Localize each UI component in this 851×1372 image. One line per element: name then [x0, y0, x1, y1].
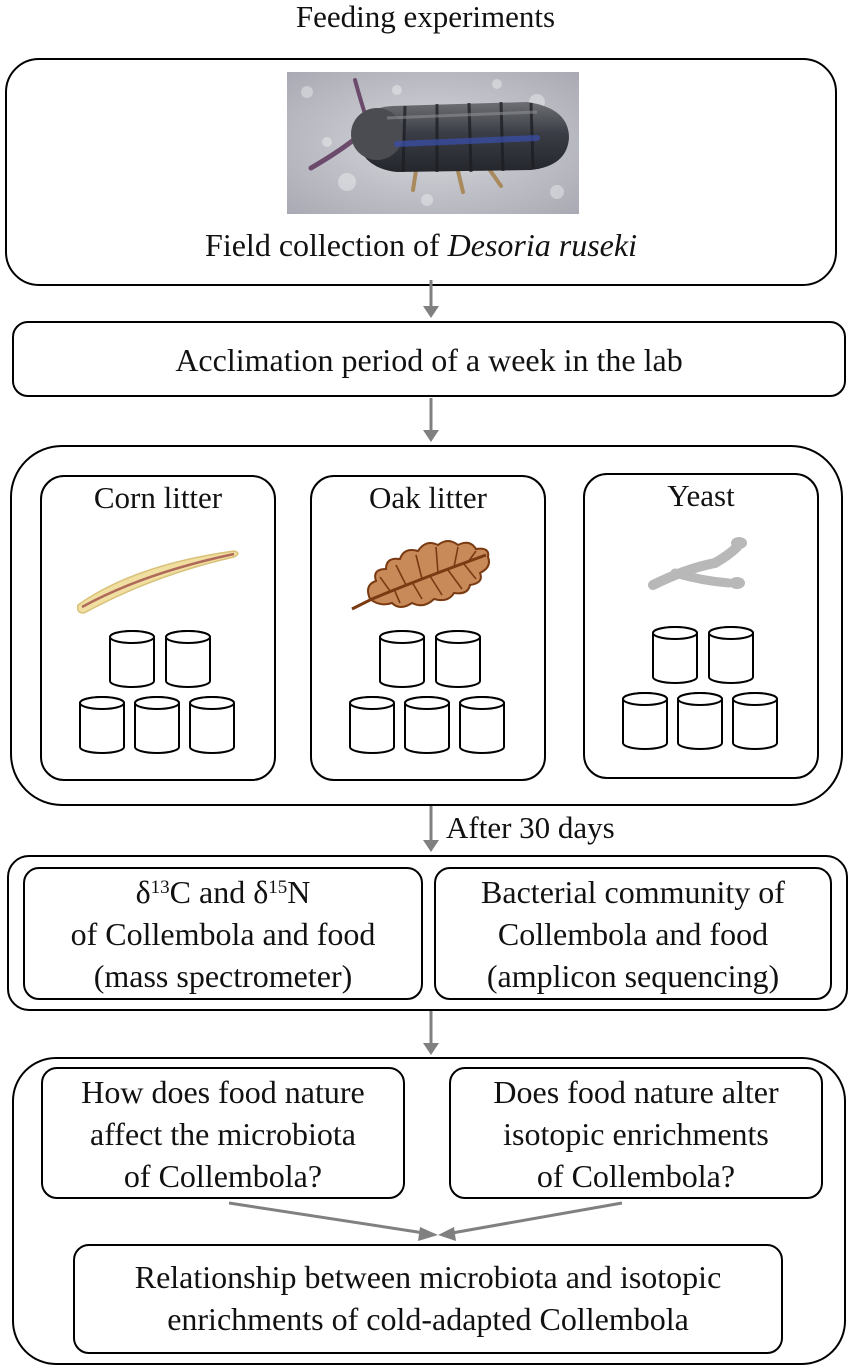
diagram-title: Feeding experiments [295, 0, 556, 34]
converging-arrows [228, 1201, 623, 1241]
bacteria-line-2: Collembola and food [497, 916, 769, 952]
isotope-line-3: (mass spectrometer) [93, 958, 353, 994]
oak-leaf-icon [351, 540, 490, 611]
arrow-down-1 [423, 280, 439, 318]
replicate-cups [622, 626, 778, 750]
question-line: How does food nature [81, 1074, 365, 1110]
arrow-down-2 [423, 398, 439, 442]
treatment-label: Yeast [667, 478, 735, 513]
treatment-label: Oak litter [369, 480, 487, 515]
treatment-yeast: Yeast [583, 473, 819, 779]
question-line: Does food nature alter [493, 1074, 779, 1110]
field-collection-box: Field collection of Desoria ruseki [5, 58, 837, 286]
arrow-down-3 [423, 806, 439, 852]
yeast-icon [648, 537, 747, 590]
acclimation-box: Acclimation period of a week in the lab [12, 321, 846, 397]
treatment-corn: Corn litter [40, 475, 276, 781]
conclusion-line-1: Relationship between microbiota and isot… [134, 1259, 722, 1295]
isotope-line-2: of Collembola and food [70, 916, 376, 952]
bacteria-line-1: Bacterial community of [481, 874, 785, 910]
treatment-label: Corn litter [93, 480, 223, 515]
questions-box: How does food nature affect the microbio… [12, 1057, 846, 1365]
question-line: of Collembola? [123, 1158, 323, 1194]
treatment-oak: Oak litter [310, 475, 546, 781]
question-line: isotopic enrichments [503, 1116, 769, 1152]
question-line: affect the microbiota [90, 1116, 356, 1152]
acclimation-label: Acclimation period of a week in the lab [175, 342, 683, 378]
question-microbiota-box: How does food nature affect the microbio… [41, 1067, 405, 1199]
arrow-down-4 [423, 1011, 439, 1055]
springtail-photo [287, 72, 579, 214]
duration-label: After 30 days [446, 810, 615, 845]
treatments-box: Corn litter Oak litter [10, 445, 843, 806]
conclusion-box: Relationship between microbiota and isot… [73, 1244, 783, 1354]
corn-leaf-icon [76, 550, 239, 614]
bacteria-analysis-box: Bacterial community of Collembola and fo… [434, 867, 832, 1000]
question-isotope-box: Does food nature alter isotopic enrichme… [449, 1067, 823, 1199]
replicate-cups [349, 630, 505, 754]
field-collection-caption: Field collection of Desoria ruseki [205, 227, 637, 263]
question-line: of Collembola? [536, 1158, 736, 1194]
isotope-line-1: δ13C and δ15N [135, 874, 311, 910]
isotope-analysis-box: δ13C and δ15N of Collembola and food (ma… [23, 867, 423, 1000]
analyses-box: δ13C and δ15N of Collembola and food (ma… [7, 855, 848, 1011]
conclusion-line-2: enrichments of cold-adapted Collembola [167, 1301, 689, 1337]
bacteria-line-3: (amplicon sequencing) [486, 958, 780, 994]
replicate-cups [79, 630, 235, 754]
